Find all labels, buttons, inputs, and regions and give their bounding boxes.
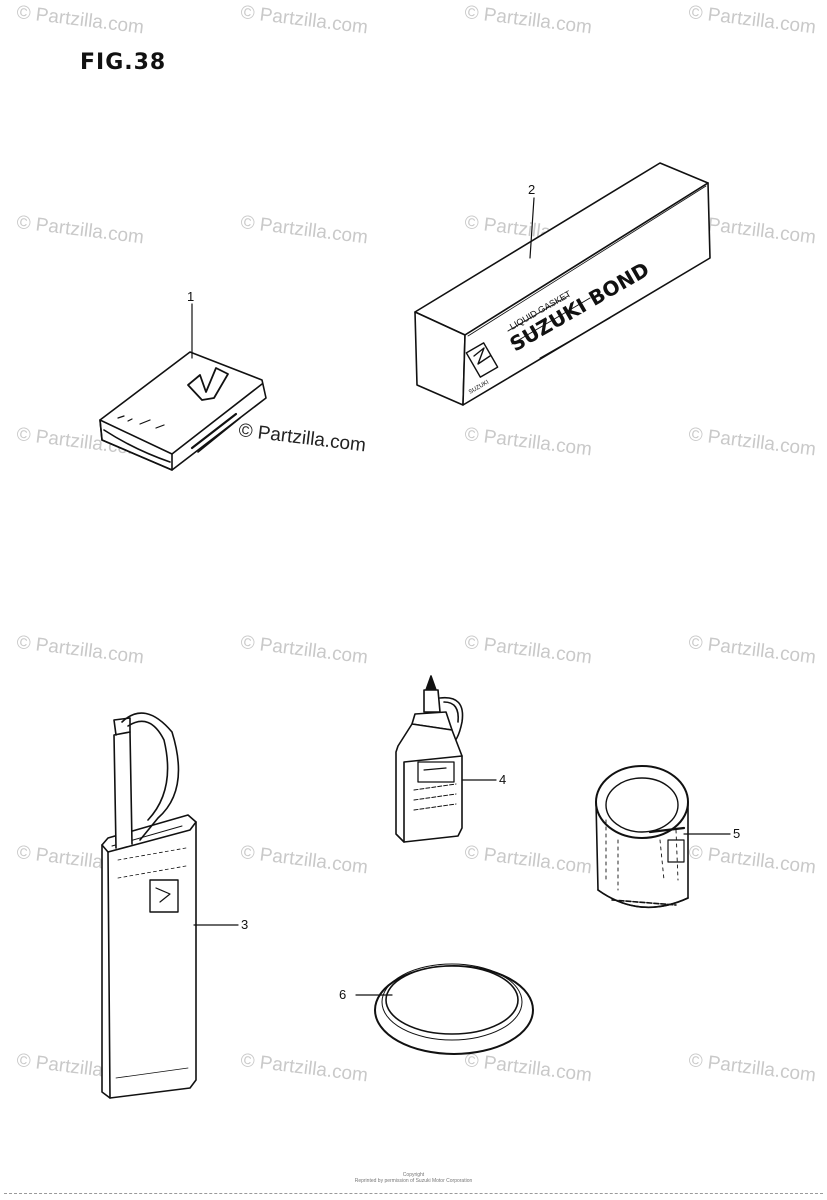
callout-6: 6 [339,987,347,1002]
callout-4: 4 [499,772,507,787]
part-5-tin [595,765,689,909]
footer-rule [4,1193,823,1194]
footer-line-2: Reprinted by permission of Suzuki Motor … [354,1178,473,1184]
part-4-bottle [395,675,464,843]
leader-lines [191,197,731,996]
part-3-can [101,712,197,1099]
footer: Copyright Reprinted by permission of Suz… [0,1172,827,1184]
fig-title: FIG.38 [80,50,167,75]
part-6-disc [374,963,534,1055]
callout-1: 1 [187,289,195,304]
part-1-pouch [99,351,267,471]
part-2-box [414,162,711,406]
callout-3: 3 [241,917,249,932]
footer-line-1: Copyright [402,1172,425,1178]
leader-2 [529,197,535,259]
callout-2: 2 [528,182,536,197]
callout-5: 5 [733,826,741,841]
